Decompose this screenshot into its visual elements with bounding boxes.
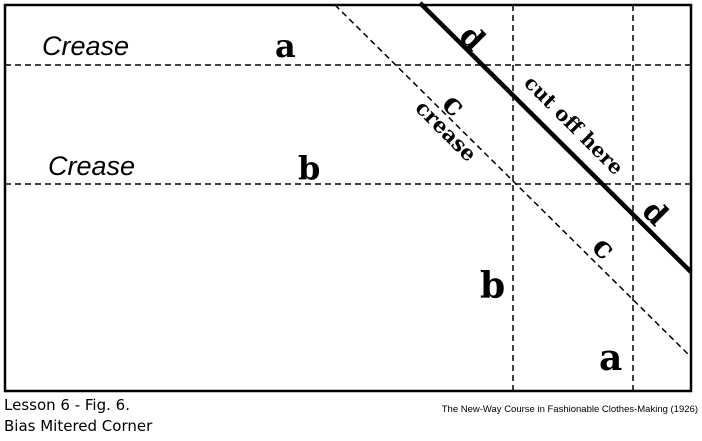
cut-off-here-label: cut off here [519, 71, 628, 180]
cut-line [418, 1, 693, 274]
letter-b-lower: b [480, 265, 505, 307]
letter-d-right: d [635, 193, 675, 233]
source-credit: The New-Way Course in Fashionable Clothe… [441, 404, 698, 415]
caption-lesson: Lesson 6 - Fig. 6. [4, 396, 130, 414]
crease-label-top: Crease [42, 31, 129, 61]
fabric-outline [3, 3, 693, 393]
letter-c-right: c [585, 229, 623, 267]
letter-d-top: d [452, 18, 492, 58]
caption-title: Bias Mitered Corner [4, 417, 153, 435]
crease-label-mid: Crease [48, 151, 135, 181]
diagonal-crease-line [334, 4, 692, 358]
letter-a-top: a [275, 27, 296, 65]
letter-a-bottom: a [599, 337, 622, 379]
letter-b-mid: b [298, 149, 320, 187]
